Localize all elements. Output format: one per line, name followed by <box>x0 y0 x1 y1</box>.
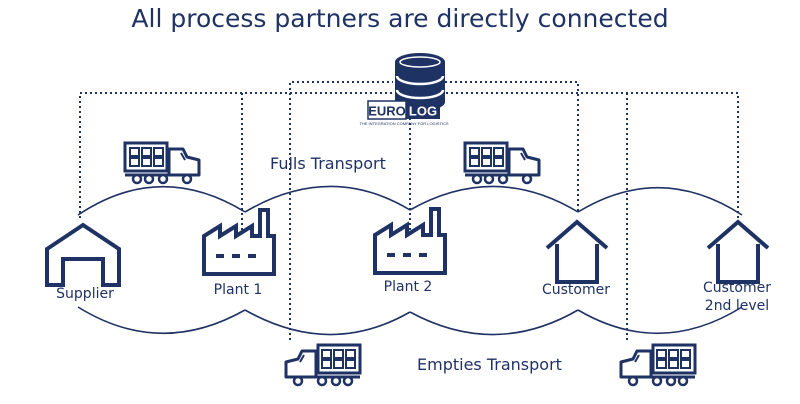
empties-transport-label: Empties Transport <box>417 355 562 374</box>
factory-icon-plant1 <box>202 208 276 276</box>
logo-tagline: THE INTEGRATION COMPANY FOR LOGISTICS <box>359 121 448 126</box>
fulls-transport-label: Fulls Transport <box>270 154 386 173</box>
node-label-line: Plant 1 <box>213 282 263 298</box>
node-label-plant1: Plant 1 <box>183 281 293 299</box>
logo-euro: EURO <box>368 104 406 119</box>
arc-bottom-3 <box>409 309 579 336</box>
dotted-connections <box>79 81 739 340</box>
node-label-line: Plant 2 <box>383 279 433 295</box>
database-icon <box>395 53 445 111</box>
arc-bottom-1 <box>77 306 246 335</box>
eurolog-logo: EURO LOG THE INTEGRATION COMPANY FOR LOG… <box>359 100 449 126</box>
node-label-line: 2nd level <box>704 298 770 314</box>
node-label-plant2: Plant 2 <box>353 278 463 296</box>
node-label-line: Customer <box>541 282 610 298</box>
diagram-title: All process partners are directly connec… <box>131 4 669 33</box>
node-label-customer-2nd-level: Customer 2nd level <box>682 279 792 315</box>
node-label-supplier: Supplier <box>30 285 140 303</box>
truck-icon-fulls-1 <box>123 141 201 185</box>
node-label-customer: Customer <box>521 281 631 299</box>
arc-top-3 <box>409 185 579 213</box>
connection-customer2 <box>446 92 739 218</box>
truck-icon-fulls-2 <box>463 141 541 185</box>
connection-top-left <box>79 92 393 218</box>
truck-icon-empties-2 <box>619 343 697 387</box>
arc-top-1 <box>77 185 246 216</box>
node-label-line: Customer <box>702 280 771 296</box>
transport-arcs <box>77 185 743 336</box>
node-label-line: Supplier <box>56 286 114 302</box>
house-icon-customer <box>545 220 609 284</box>
arc-top-2 <box>244 185 411 213</box>
connection-to-empties-left <box>289 81 393 340</box>
house-icon-customer2 <box>706 220 770 284</box>
warehouse-icon <box>45 223 121 287</box>
truck-icon-empties-1 <box>284 343 362 387</box>
logo-log: LOG <box>409 104 437 119</box>
connection-top-right <box>440 81 579 212</box>
arc-top-4 <box>577 186 743 216</box>
arc-bottom-4 <box>577 306 743 335</box>
arc-bottom-2 <box>244 309 411 336</box>
